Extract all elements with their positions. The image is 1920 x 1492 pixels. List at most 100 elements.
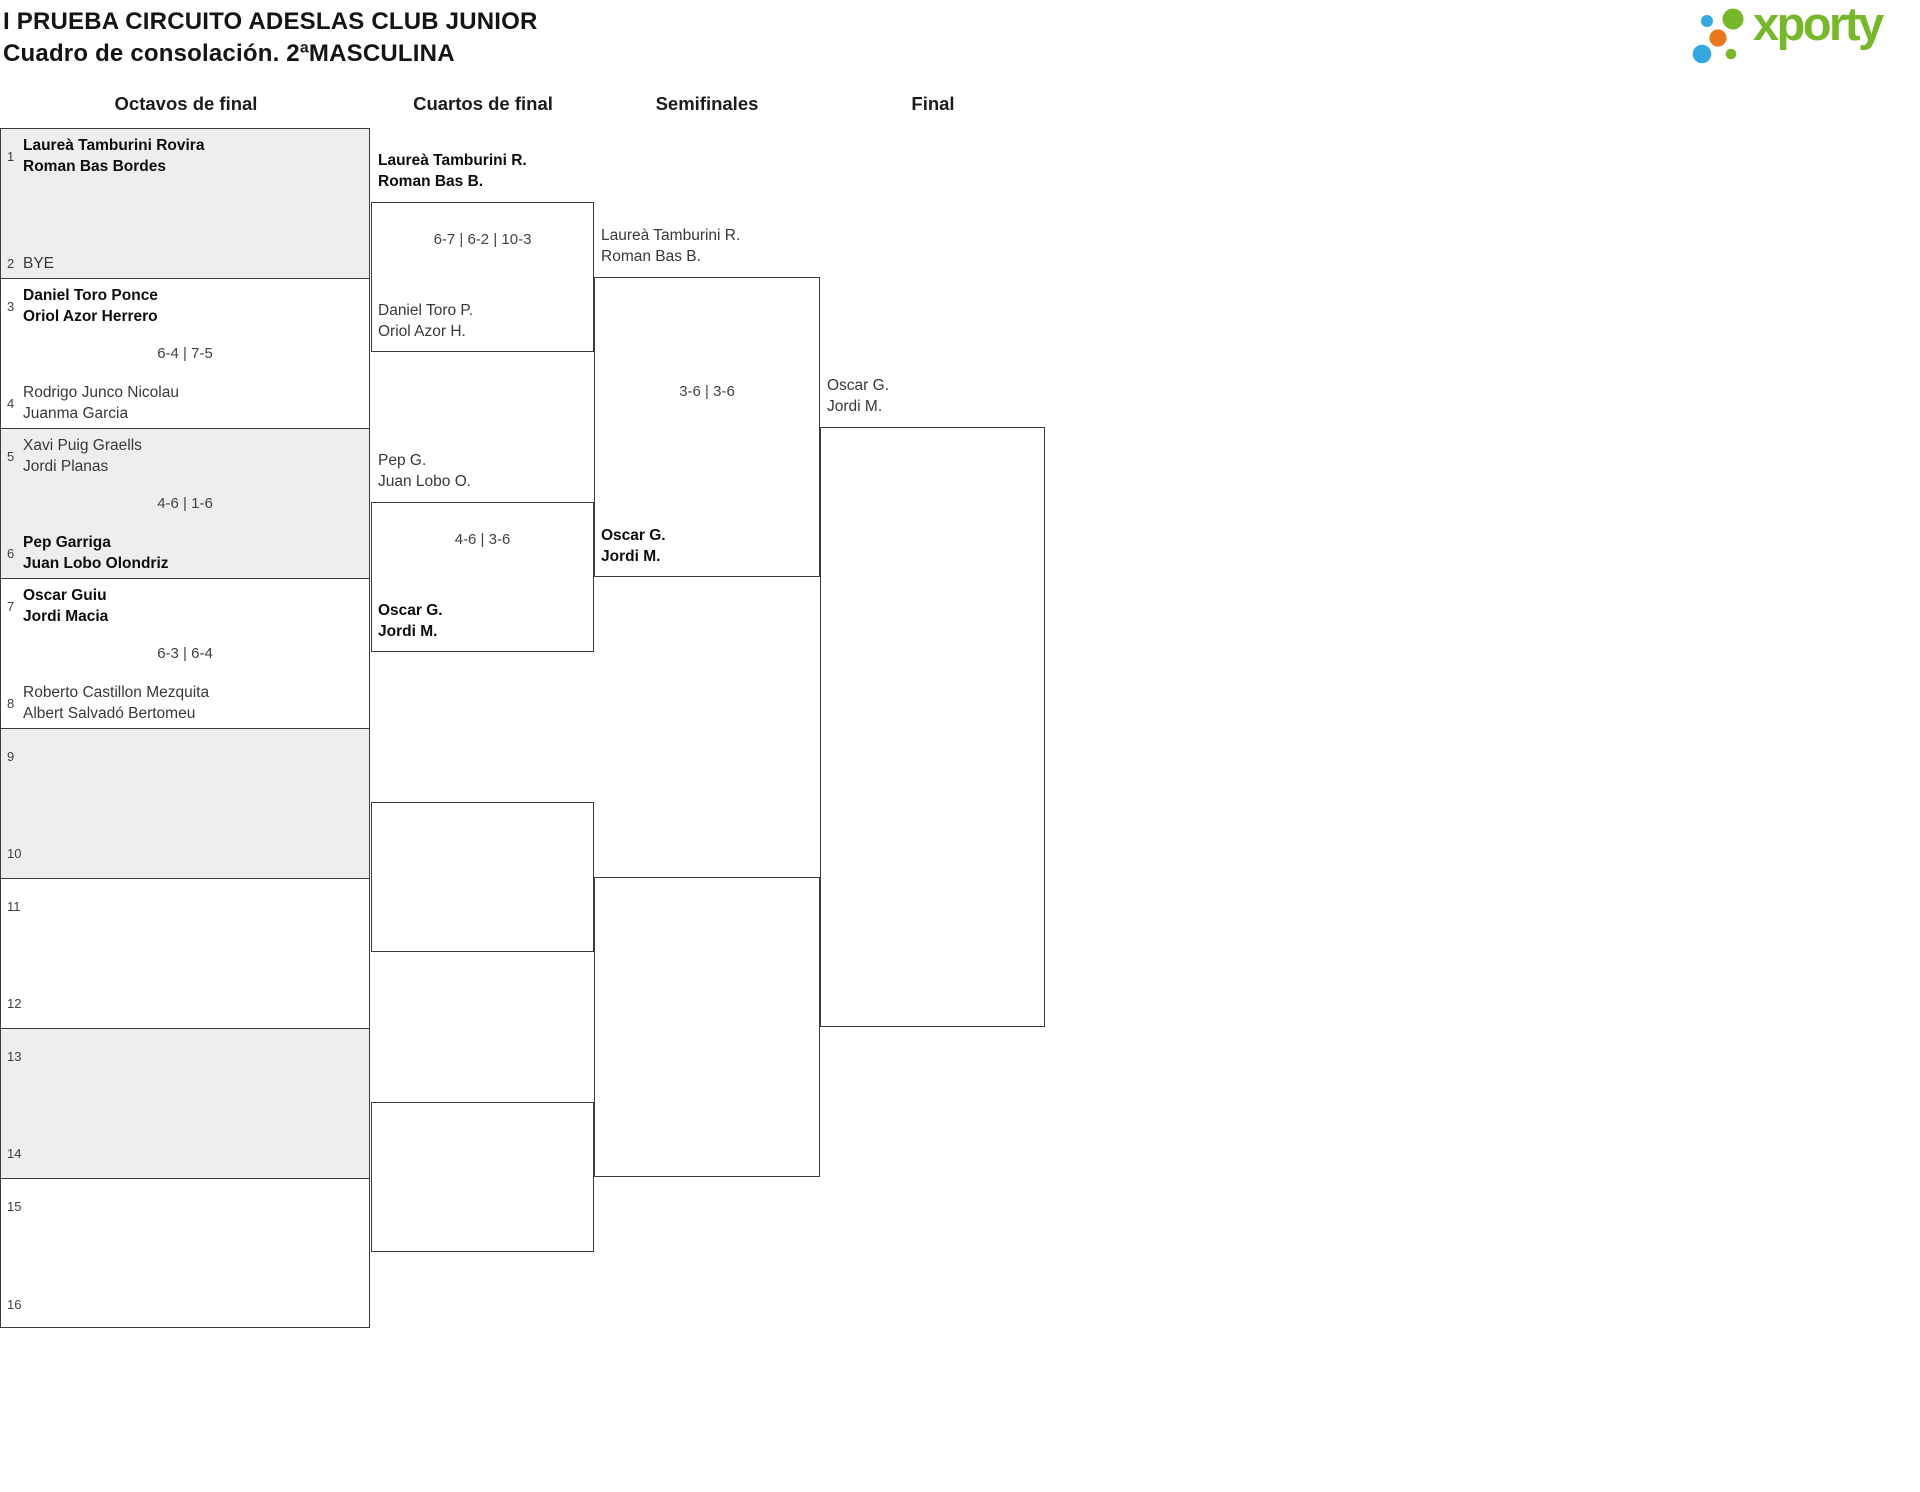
player-1: Laureà Tamburini R. bbox=[601, 227, 741, 244]
qf1-top-team: Laureà Tamburini R. Roman Bas B. bbox=[378, 150, 592, 192]
qf2-bottom-team: Oscar G. Jordi M. bbox=[378, 600, 592, 642]
r16-match-1: 1 Laureà Tamburini Rovira Roman Bas Bord… bbox=[1, 129, 369, 279]
r16-match-2: 3 Daniel Toro Ponce Oriol Azor Herrero 6… bbox=[1, 279, 369, 429]
r16-slot-2: 2 BYE bbox=[7, 253, 365, 274]
player-2: Roman Bas B. bbox=[378, 173, 484, 190]
qf1-score: 6-7 | 6-2 | 10-3 bbox=[433, 231, 532, 248]
player-1: Rodrigo Junco Nicolau bbox=[23, 384, 179, 401]
match-score: 6-3 | 6-4 bbox=[157, 645, 213, 662]
seed-number: 9 bbox=[7, 748, 15, 764]
team-names: Rodrigo Junco Nicolau Juanma Garcia bbox=[23, 382, 179, 424]
tournament-title: I PRUEBA CIRCUITO ADESLAS CLUB JUNIOR bbox=[3, 8, 538, 35]
r16-match-4: 7 Oscar Guiu Jordi Macia 6-3 | 6-4 8 Rob… bbox=[1, 579, 369, 729]
seed-number: 5 bbox=[7, 448, 15, 464]
seed-number: 16 bbox=[7, 1296, 22, 1312]
seed-number: 8 bbox=[7, 695, 15, 711]
qf-match-3-box bbox=[371, 802, 594, 952]
xporty-logo-text: xporty bbox=[1753, 0, 1884, 50]
sf1-top-team: Laureà Tamburini R. Roman Bas B. bbox=[601, 225, 815, 267]
r16-slot-16: 16 bbox=[7, 1283, 365, 1325]
team-names: Pep Garriga Juan Lobo Olondriz bbox=[23, 532, 169, 574]
seed-number: 10 bbox=[7, 845, 22, 861]
seed-number: 6 bbox=[7, 545, 15, 561]
xporty-logo-dots-icon bbox=[1692, 8, 1744, 64]
sf1-score: 3-6 | 3-6 bbox=[679, 383, 735, 400]
r16-slot-9: 9 bbox=[7, 735, 365, 777]
player-1: Oscar Guiu bbox=[23, 587, 107, 604]
seed-number: 11 bbox=[7, 898, 21, 914]
page-header: I PRUEBA CIRCUITO ADESLAS CLUB JUNIOR Cu… bbox=[3, 6, 538, 70]
player-1: Roberto Castillon Mezquita bbox=[23, 684, 210, 701]
player-1: Oscar G. bbox=[601, 527, 666, 544]
sf-match-2-box bbox=[594, 877, 820, 1177]
qf-match-4-box bbox=[371, 1102, 594, 1252]
r16-match-8: 15 16 bbox=[1, 1179, 369, 1329]
player-1: Xavi Puig Graells bbox=[23, 437, 142, 454]
player-1: Laureà Tamburini R. bbox=[378, 152, 527, 169]
player-2: Jordi M. bbox=[378, 623, 438, 640]
r16-slot-13: 13 bbox=[7, 1035, 365, 1077]
player-2: Juanma Garcia bbox=[23, 405, 129, 422]
player-2: Oriol Azor H. bbox=[378, 323, 466, 340]
team-names: Laureà Tamburini Rovira Roman Bas Bordes bbox=[23, 135, 204, 177]
qf-match-2-box bbox=[371, 502, 594, 652]
player-1: Oscar G. bbox=[827, 377, 890, 394]
player-2: Juan Lobo Olondriz bbox=[23, 555, 169, 572]
qf2-score: 4-6 | 3-6 bbox=[454, 531, 511, 548]
round-header-semifinales: Semifinales bbox=[655, 93, 759, 114]
r16-slot-1: 1 Laureà Tamburini Rovira Roman Bas Bord… bbox=[7, 135, 365, 177]
team-names: Roberto Castillon Mezquita Albert Salvad… bbox=[23, 682, 209, 724]
player-2: Roman Bas Bordes bbox=[23, 158, 166, 175]
round-header-final: Final bbox=[911, 93, 955, 114]
player-1: Laureà Tamburini Rovira bbox=[23, 137, 205, 154]
team-names: Xavi Puig Graells Jordi Planas bbox=[23, 435, 142, 477]
xporty-logo[interactable]: xporty bbox=[1685, 0, 1915, 74]
seed-number: 12 bbox=[7, 995, 22, 1011]
final-match-box bbox=[820, 427, 1045, 1027]
player-2: Oriol Azor Herrero bbox=[23, 308, 158, 325]
player-2: Jordi M. bbox=[601, 548, 661, 565]
seed-number: 3 bbox=[7, 298, 15, 314]
player-2: Juan Lobo O. bbox=[378, 473, 472, 490]
r16-slot-4: 4 Rodrigo Junco Nicolau Juanma Garcia bbox=[7, 382, 365, 424]
match-score: 4-6 | 1-6 bbox=[157, 495, 213, 512]
r16-slot-14: 14 bbox=[7, 1132, 365, 1174]
seed-number: 15 bbox=[7, 1198, 22, 1214]
seed-number: 13 bbox=[7, 1048, 22, 1064]
r16-match-6: 11 12 bbox=[1, 879, 369, 1029]
player-2: Jordi Macia bbox=[23, 608, 109, 625]
player-1: Daniel Toro P. bbox=[378, 302, 474, 319]
player-1: Oscar G. bbox=[378, 602, 443, 619]
player-1: Daniel Toro Ponce bbox=[23, 287, 158, 304]
r16-slot-10: 10 bbox=[7, 832, 365, 874]
team-names: BYE bbox=[23, 253, 54, 274]
player-2: Jordi M. bbox=[827, 398, 883, 415]
match-score: 6-4 | 7-5 bbox=[157, 345, 213, 362]
final-top-team: Oscar G. Jordi M. bbox=[827, 375, 1041, 417]
seed-number: 2 bbox=[7, 256, 15, 271]
seed-number: 7 bbox=[7, 598, 15, 614]
bracket-subtitle: Cuadro de consolación. 2ªMASCULINA bbox=[3, 40, 455, 67]
r16-slot-8: 8 Roberto Castillon Mezquita Albert Salv… bbox=[7, 682, 365, 724]
r16-match-5: 9 10 bbox=[1, 729, 369, 879]
r16-slot-6: 6 Pep Garriga Juan Lobo Olondriz bbox=[7, 532, 365, 574]
qf-match-1-box bbox=[371, 202, 594, 352]
sf-match-1-box bbox=[594, 277, 820, 577]
r16-slot-7: 7 Oscar Guiu Jordi Macia bbox=[7, 585, 365, 627]
player-1: Pep G. bbox=[378, 452, 427, 469]
r16-match-7: 13 14 bbox=[1, 1029, 369, 1179]
round-header-cuartos: Cuartos de final bbox=[413, 93, 553, 114]
r16-slot-12: 12 bbox=[7, 982, 365, 1024]
seed-number: 4 bbox=[7, 395, 15, 411]
player-2: Roman Bas B. bbox=[601, 248, 701, 265]
seed-number: 14 bbox=[7, 1145, 22, 1161]
team-names: Daniel Toro Ponce Oriol Azor Herrero bbox=[23, 285, 158, 327]
round16-table: 1 Laureà Tamburini Rovira Roman Bas Bord… bbox=[0, 128, 370, 1328]
player-1: Pep Garriga bbox=[23, 534, 111, 551]
round-header-octavos: Octavos de final bbox=[114, 93, 258, 114]
sf1-bottom-team: Oscar G. Jordi M. bbox=[601, 525, 815, 567]
r16-slot-5: 5 Xavi Puig Graells Jordi Planas bbox=[7, 435, 365, 477]
seed-number: 1 bbox=[7, 148, 15, 164]
player-2: Jordi Planas bbox=[23, 458, 109, 475]
